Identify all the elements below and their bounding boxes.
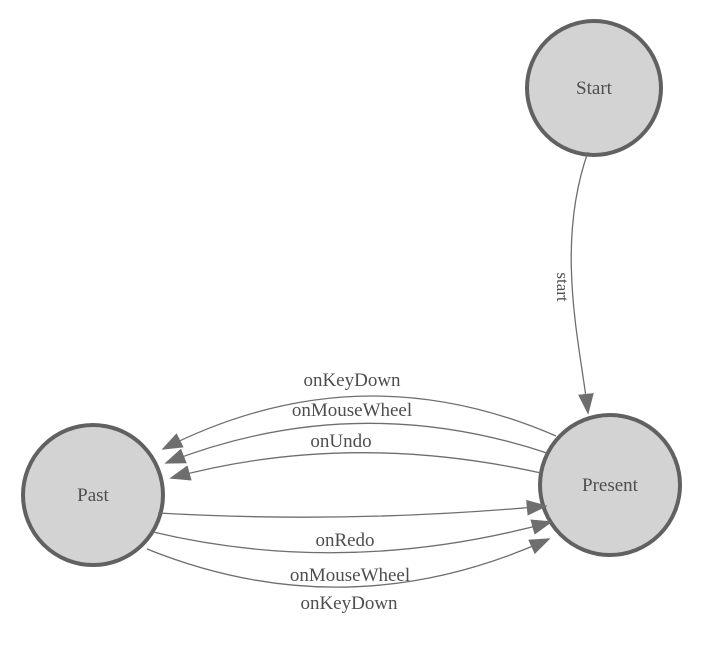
edge-present-to-past-onkeydown[interactable]	[161, 395, 557, 450]
present-node-label: Present	[582, 475, 639, 496]
start-node-label: Start	[576, 78, 613, 99]
edge-label-onredo: onRedo	[315, 530, 374, 551]
state-node-present[interactable]: Present	[538, 413, 682, 557]
edge-label-onkeydown-lower: onKeyDown	[300, 593, 398, 614]
edge-present-to-past-onundo[interactable]	[169, 452, 542, 481]
edge-past-to-present-onredo[interactable]	[157, 499, 548, 518]
edge-label-onundo: onUndo	[310, 431, 371, 452]
edge-label-onmousewheel-upper: onMouseWheel	[292, 400, 412, 421]
past-node-circle[interactable]	[21, 423, 165, 567]
edge-present-to-past-onmousewheel[interactable]	[164, 422, 548, 464]
edge-label-onmousewheel-lower: onMouseWheel	[290, 565, 410, 586]
edge-past-to-present-onmousewheel[interactable]	[152, 519, 553, 554]
state-node-past[interactable]: Past	[21, 423, 165, 567]
edge-label-start: start	[553, 272, 572, 302]
past-node-label: Past	[77, 485, 109, 506]
edge-label-onkeydown-upper: onKeyDown	[303, 370, 401, 391]
start-node-circle[interactable]	[525, 19, 663, 157]
edge-start-to-present[interactable]	[570, 151, 594, 415]
present-node-circle[interactable]	[538, 413, 682, 557]
edge-past-to-present-onkeydown[interactable]	[146, 538, 551, 588]
state-node-start[interactable]: Start	[525, 19, 663, 157]
